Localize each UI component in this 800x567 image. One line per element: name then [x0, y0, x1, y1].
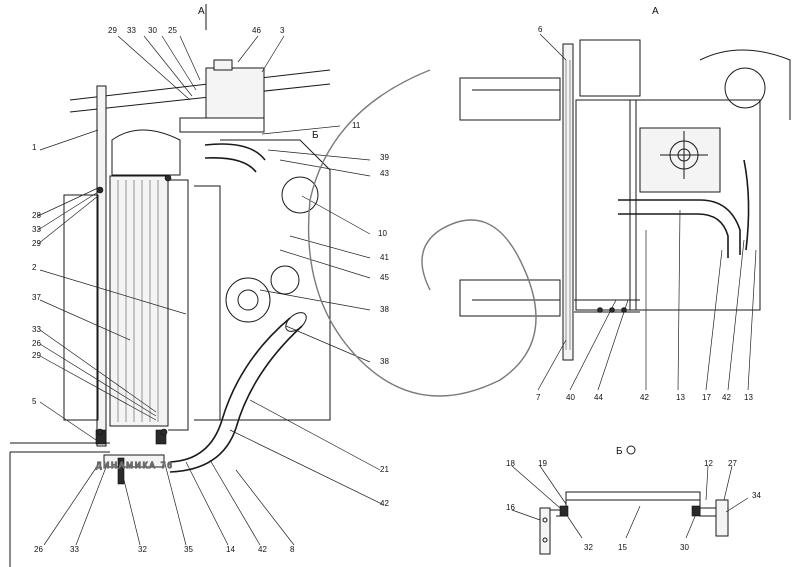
detail-callout-1: 18	[506, 459, 515, 468]
left-callout-31: 14	[226, 545, 235, 554]
detail-callout-8: 27	[728, 459, 737, 468]
detail-callout-9: 34	[752, 491, 761, 500]
left-callout-9: 39	[380, 153, 389, 162]
left-callout-19: 38	[380, 305, 389, 314]
left-callout-20: 38	[380, 357, 389, 366]
left-callout-6: 3	[280, 26, 285, 35]
leader-lines	[37, 33, 757, 546]
left-callout-2: 33	[127, 26, 136, 35]
radiator-core	[109, 175, 169, 427]
left-callout-5: 46	[252, 26, 261, 35]
right-callout-2: 7	[536, 393, 541, 402]
detail-callout-6: 30	[680, 543, 689, 552]
left-callout-18: 37	[32, 293, 41, 302]
left-callout-33: 8	[290, 545, 295, 554]
view-label-left: A	[198, 6, 205, 17]
right-view	[459, 39, 791, 361]
left-callout-12: 33	[32, 225, 41, 234]
callouts-detail: 18 19 16 32 15 30 12 27 34	[506, 459, 761, 552]
left-callout-10: 43	[380, 169, 389, 178]
detail-callout-7: 12	[704, 459, 713, 468]
right-callout-1: 6	[538, 25, 543, 34]
left-callout-3: 30	[148, 26, 157, 35]
section-label-top: Б	[312, 130, 319, 141]
watermark-text: ДИНАМИКА 76	[96, 461, 174, 470]
section-label-bottom: Б	[616, 446, 623, 457]
left-callout-32: 42	[258, 545, 267, 554]
left-callout-14: 10	[378, 229, 387, 238]
radiator-plate	[562, 43, 574, 361]
left-callout-23: 29	[32, 351, 41, 360]
left-callout-15: 2	[32, 263, 37, 272]
left-callout-8: 11	[352, 121, 361, 130]
right-callout-9: 13	[744, 393, 753, 402]
right-callout-6: 13	[676, 393, 685, 402]
detail-callout-5: 15	[618, 543, 627, 552]
detail-view-b	[539, 491, 729, 555]
left-callout-16: 41	[380, 253, 389, 262]
callouts-right: 6 7 40 44 42 13 17 42 13	[536, 25, 753, 402]
left-callout-11: 28	[32, 211, 41, 220]
left-callout-27: 26	[34, 545, 43, 554]
left-callout-21: 33	[32, 325, 41, 334]
detail-callout-2: 19	[538, 459, 547, 468]
view-label-right: A	[652, 6, 659, 17]
right-callout-5: 42	[640, 393, 649, 402]
coolant-hose	[169, 317, 291, 463]
left-callout-22: 26	[32, 339, 41, 348]
radiator-post	[96, 85, 107, 447]
detail-callout-3: 16	[506, 503, 515, 512]
right-callout-8: 42	[722, 393, 731, 402]
left-callout-4: 25	[168, 26, 177, 35]
left-callout-29: 32	[138, 545, 147, 554]
watermark-swirl	[307, 69, 537, 397]
left-callout-25: 21	[380, 465, 389, 474]
right-callout-4: 44	[594, 393, 603, 402]
right-callout-3: 40	[566, 393, 575, 402]
left-callout-28: 33	[70, 545, 79, 554]
detail-callout-4: 32	[584, 543, 593, 552]
left-callout-30: 35	[184, 545, 193, 554]
left-callout-1: 29	[108, 26, 117, 35]
left-callout-7: 1	[32, 143, 37, 152]
right-callout-7: 17	[702, 393, 711, 402]
left-callout-24: 5	[32, 397, 37, 406]
left-callout-17: 45	[380, 273, 389, 282]
expansion-tank	[205, 67, 265, 119]
left-view	[9, 59, 331, 567]
left-callout-13: 29	[32, 239, 41, 248]
left-callout-26: 42	[380, 499, 389, 508]
